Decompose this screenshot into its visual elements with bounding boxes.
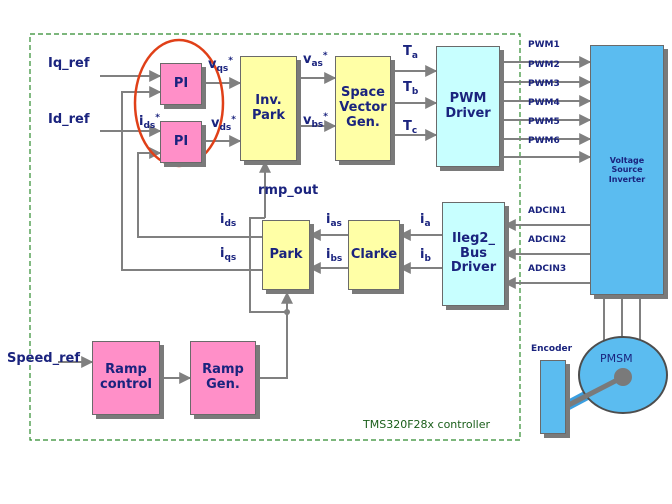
id-ref-label: Id_ref [48, 112, 90, 127]
pwm1-label: PWM1 [528, 40, 560, 50]
pwm6-label: PWM6 [528, 136, 560, 146]
controller-label: TMS320F28x controller [363, 418, 490, 431]
vbs-label: vbs* [303, 112, 329, 130]
ramp-control-block: Ramp control [92, 341, 160, 415]
rmp-out-label: rmp_out [258, 183, 319, 198]
ib-label: ib [420, 247, 431, 264]
adcin3-label: ADCIN3 [528, 264, 567, 274]
iqs-label: iqs [220, 246, 237, 263]
speed-ref-label: Speed_ref [7, 351, 80, 366]
ramp-gen-block: Ramp Gen. [190, 341, 256, 415]
ias-label: ias [326, 212, 342, 229]
encoder-label: Encoder [531, 344, 573, 354]
pi-highlight-ellipse [133, 38, 225, 168]
tb-label: Tb [403, 80, 419, 97]
motor-shaft-line [557, 374, 625, 413]
vds-label: vds* [211, 115, 237, 133]
wire-ramp-gen-out [256, 291, 293, 379]
wire-ids-feedback [137, 147, 262, 238]
svgen-block: Space Vector Gen. [335, 56, 391, 161]
vqs-label: vqs* [208, 56, 234, 74]
clarke-block: Clarke [348, 220, 400, 290]
adcin1-label: ADCIN1 [528, 206, 567, 216]
iq-ref-label: Iq_ref [48, 56, 90, 71]
tc-label: Tc [403, 119, 418, 136]
ia-label: ia [420, 212, 431, 229]
ileg2-bus-driver-block: Ileg2_ Bus Driver [442, 202, 505, 306]
pwm5-label: PWM5 [528, 117, 560, 127]
pwm4-label: PWM4 [528, 98, 560, 108]
adcin2-label: ADCIN2 [528, 235, 567, 245]
park-block: Park [262, 220, 310, 290]
pwm-driver-block: PWM Driver [436, 46, 500, 167]
pmsm-label: PMSM [600, 352, 633, 365]
encoder-block [540, 360, 566, 434]
ids-label: ids [220, 212, 237, 229]
ids-star-label: ids* [139, 113, 160, 131]
ta-label: Ta [403, 44, 418, 61]
controller-border [29, 33, 521, 441]
pwm2-label: PWM2 [528, 60, 560, 70]
wire-iqs-feedback [121, 86, 262, 271]
junction-dot [284, 309, 290, 315]
pwm3-label: PWM3 [528, 79, 560, 89]
vas-label: vas* [303, 51, 328, 69]
ibs-label: ibs [326, 247, 343, 264]
pi-block-q: PI [160, 63, 202, 105]
vsi-block: Voltage Source Inverter [590, 45, 664, 295]
pi-block-d: PI [160, 121, 202, 163]
inv-park-block: Inv. Park [240, 56, 297, 161]
wire-rmp-out [249, 217, 287, 313]
